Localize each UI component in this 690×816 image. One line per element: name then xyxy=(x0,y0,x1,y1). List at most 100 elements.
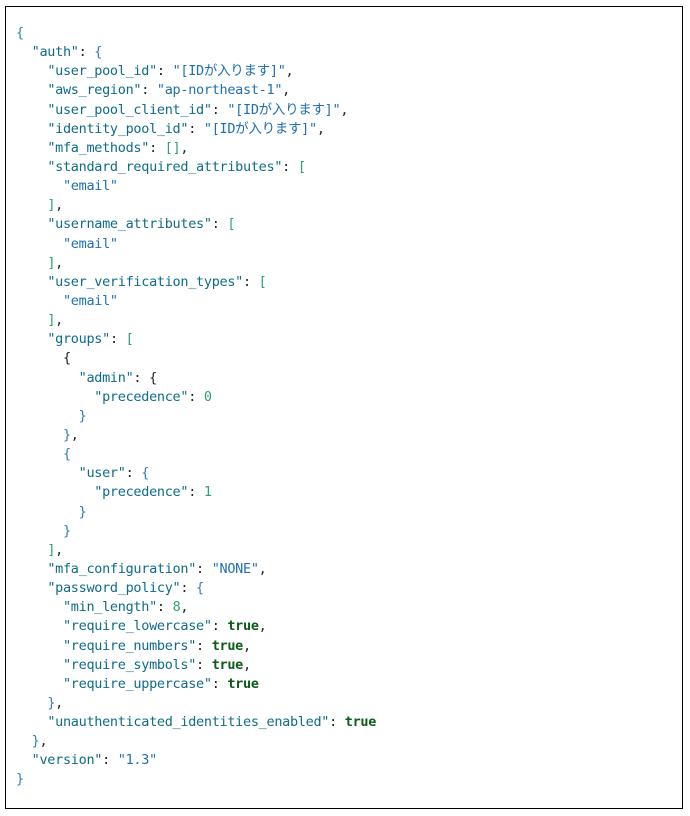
json-key: "unauthenticated_identities_enabled" xyxy=(47,714,330,731)
code-line: { xyxy=(16,349,376,368)
json-punctuation: , xyxy=(340,101,349,118)
json-punctuation xyxy=(16,331,47,347)
json-brace: { xyxy=(16,25,24,41)
code-line: "precedence": 1 xyxy=(16,483,376,502)
json-punctuation xyxy=(16,580,47,596)
json-key: "standard_required_attributes" xyxy=(47,158,283,175)
json-punctuation: : xyxy=(78,44,95,61)
json-punctuation xyxy=(16,638,63,654)
json-key: "mfa_configuration" xyxy=(47,560,197,577)
json-punctuation: : xyxy=(196,656,212,673)
json-punctuation xyxy=(16,676,63,692)
json-number: 1 xyxy=(203,484,212,501)
json-punctuation xyxy=(16,274,47,290)
code-line: ], xyxy=(16,311,376,330)
json-punctuation: , xyxy=(39,733,48,750)
json-bracket: ] xyxy=(47,254,56,271)
json-punctuation xyxy=(16,63,47,79)
code-line: "identity_pool_id": "[IDが入ります]", xyxy=(16,120,376,139)
json-punctuation xyxy=(16,102,47,118)
json-key: "precedence" xyxy=(94,388,189,405)
json-bracket: [ xyxy=(297,158,306,175)
json-punctuation xyxy=(16,140,47,156)
json-punctuation xyxy=(16,44,32,60)
json-punctuation xyxy=(16,293,63,309)
json-punctuation: , xyxy=(258,618,267,635)
json-key: "auth" xyxy=(31,44,79,61)
code-line: "password_policy": { xyxy=(16,579,376,598)
json-punctuation: : xyxy=(102,752,118,769)
code-line: ], xyxy=(16,196,376,215)
json-punctuation xyxy=(16,504,79,520)
json-key: "mfa_methods" xyxy=(47,139,150,156)
json-punctuation xyxy=(16,427,63,443)
json-punctuation: , xyxy=(55,197,63,214)
json-punctuation xyxy=(16,312,47,328)
json-key: "require_lowercase" xyxy=(62,618,212,635)
code-line: { xyxy=(16,445,376,464)
json-key: "require_symbols" xyxy=(62,656,197,673)
json-brace: { xyxy=(62,446,71,463)
json-punctuation: { xyxy=(149,369,157,386)
json-key: "aws_region" xyxy=(47,82,142,99)
json-string: "[IDが入ります]" xyxy=(203,120,317,137)
json-boolean: true xyxy=(211,656,244,673)
code-line: }, xyxy=(16,694,376,713)
json-punctuation xyxy=(16,523,63,539)
json-punctuation: , xyxy=(316,120,325,137)
code-line: "auth": { xyxy=(16,43,376,62)
code-line: "min_length": 8, xyxy=(16,598,376,617)
json-key: "require_uppercase" xyxy=(62,675,212,692)
json-punctuation: : xyxy=(133,369,150,386)
json-key: "min_length" xyxy=(62,599,157,616)
code-line: } xyxy=(16,407,376,426)
json-punctuation xyxy=(16,121,47,137)
code-line: } xyxy=(16,503,376,522)
json-bracket: [ xyxy=(227,216,236,233)
json-punctuation: : xyxy=(211,618,228,635)
json-punctuation: { xyxy=(62,350,71,367)
json-punctuation: : xyxy=(188,120,204,137)
json-key: "require_numbers" xyxy=(62,637,197,654)
json-key: "precedence" xyxy=(94,484,189,501)
json-punctuation xyxy=(16,465,79,481)
json-punctuation xyxy=(16,599,63,615)
json-bracket: ] xyxy=(47,541,56,558)
code-line: "version": "1.3" xyxy=(16,751,376,770)
json-key: "user_pool_id" xyxy=(47,63,157,80)
json-brace: } xyxy=(78,503,87,520)
json-punctuation: : xyxy=(188,484,204,501)
code-line: "user_pool_id": "[IDが入ります]", xyxy=(16,62,376,81)
code-line: "require_uppercase": true xyxy=(16,675,376,694)
json-brace: { xyxy=(94,44,103,61)
code-line: "admin": { xyxy=(16,369,376,388)
json-punctuation: , xyxy=(180,599,189,616)
json-punctuation xyxy=(16,370,79,386)
json-punctuation: : xyxy=(149,139,165,156)
json-punctuation: : xyxy=(243,273,259,290)
json-string: "email" xyxy=(62,178,118,195)
json-key: "groups" xyxy=(47,331,110,348)
json-string: "email" xyxy=(62,292,118,309)
json-code-block: { "auth": { "user_pool_id": "[IDが入ります]",… xyxy=(16,24,376,790)
json-key: "user" xyxy=(78,465,126,482)
code-line: }, xyxy=(16,426,376,445)
json-string: "NONE" xyxy=(211,560,259,577)
json-punctuation xyxy=(16,389,94,405)
json-boolean: true xyxy=(227,618,259,635)
code-line: "email" xyxy=(16,235,376,254)
json-punctuation xyxy=(16,216,47,232)
code-line: "mfa_methods": [], xyxy=(16,139,376,158)
json-number: 8 xyxy=(172,599,181,616)
code-frame: { "auth": { "user_pool_id": "[IDが入ります]",… xyxy=(5,6,683,809)
json-punctuation: , xyxy=(243,656,251,673)
json-punctuation: : xyxy=(156,599,173,616)
json-punctuation: : xyxy=(329,714,345,731)
code-line: "groups": [ xyxy=(16,330,376,349)
json-punctuation: : xyxy=(125,465,142,482)
code-line: "user": { xyxy=(16,464,376,483)
json-punctuation: : xyxy=(211,216,228,233)
json-key: "version" xyxy=(31,752,103,769)
json-punctuation xyxy=(16,408,79,424)
json-string: "[IDが入ります]" xyxy=(227,101,341,118)
